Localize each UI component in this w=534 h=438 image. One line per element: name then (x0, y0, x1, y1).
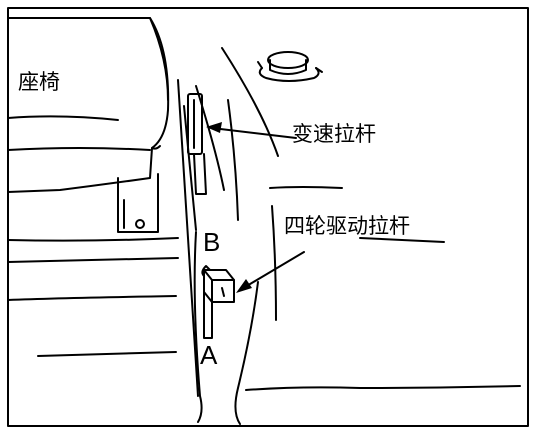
seat-label: 座椅 (18, 70, 60, 94)
four-wheel-drive-lever-label: 四轮驱动拉杆 (284, 214, 410, 238)
fwd-leader-line (239, 251, 305, 291)
position-a-label: A (200, 340, 218, 370)
floor-lines (7, 79, 203, 423)
position-b-label: B (203, 227, 221, 257)
gear-lever-drawing (187, 93, 207, 195)
gear-leader-line (211, 127, 297, 139)
console-panels (195, 47, 521, 425)
seat-drawing (7, 17, 170, 233)
fwd-lever-drawing (201, 265, 235, 339)
gear-arrow-head (206, 122, 222, 133)
figure-frame (7, 7, 529, 427)
round-knob (257, 51, 323, 82)
gear-lever-label: 变速拉杆 (292, 122, 376, 146)
fwd-arrow-head (236, 279, 252, 293)
